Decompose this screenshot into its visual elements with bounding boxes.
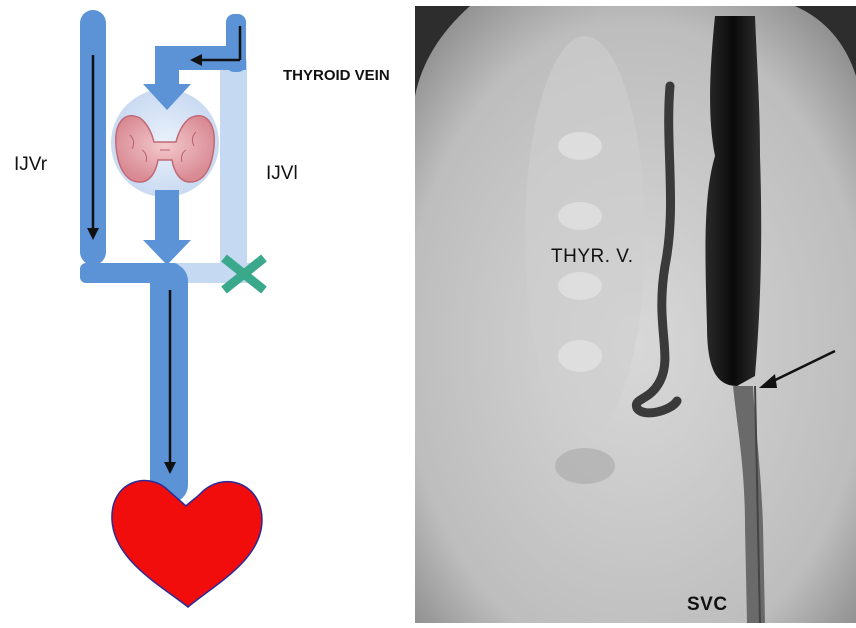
heart-icon: [112, 481, 262, 607]
diagram-svg: [0, 0, 415, 623]
ijv-left-label: IJVl: [266, 163, 298, 185]
left-ijv-blocked: [220, 55, 247, 280]
ijv-right-label: IJVr: [14, 154, 47, 176]
venous-flow-diagram: THYROID VEIN IJVr IJVl: [0, 0, 415, 623]
venogram-xray-image: THYR. V. SVC: [415, 6, 856, 623]
thyroid-vein-label: THYROID VEIN: [283, 67, 390, 84]
xray-thyroid-vein-label: THYR. V.: [551, 246, 634, 268]
xray-svc-label: SVC: [687, 594, 728, 616]
thyroid-drain-arrowhead: [143, 240, 191, 265]
xray-jugular-vein: [705, 16, 761, 386]
xray-svg: [415, 6, 856, 623]
